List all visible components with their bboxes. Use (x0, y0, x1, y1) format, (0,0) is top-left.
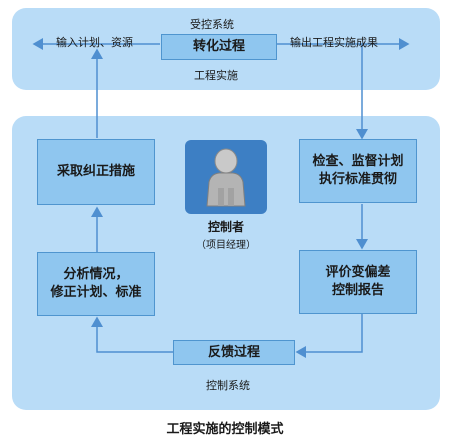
controlled-system-label: 受控系统 (190, 18, 234, 31)
eval-box-line2: 控制报告 (331, 283, 384, 298)
check-box-line1: 检查、监督计划 (312, 154, 404, 169)
eval-to-feedback-arrow (295, 314, 363, 358)
controller-subtitle: （项目经理） (196, 240, 256, 251)
control-system-label: 控制系统 (206, 379, 250, 392)
analysis-box: 分析情况， 修正计划、标准 (37, 252, 155, 316)
analysis-box-line2: 修正计划、标准 (50, 285, 142, 300)
check-box-line2: 执行标准贯彻 (318, 172, 397, 187)
output-label: 输出工程实施成果 (290, 36, 378, 49)
controller-icon-tile (185, 140, 267, 214)
diagram-caption: 工程实施的控制模式 (166, 422, 284, 437)
check-supervise-box: 检查、监督计划 执行标准贯彻 (299, 139, 417, 203)
feedback-process-box: 反馈过程 (173, 340, 295, 365)
input-label: 输入计划、资源 (56, 36, 133, 49)
person-icon (206, 148, 246, 207)
feedback-to-analysis-arrow (91, 316, 173, 353)
corrective-action-box: 采取纠正措施 (37, 139, 155, 205)
evaluation-report-box: 评价变偏差 控制报告 (299, 250, 417, 314)
project-implementation-label: 工程实施 (194, 69, 238, 82)
controller-title: 控制者 (207, 220, 244, 234)
eval-box-line1: 评价变偏差 (325, 265, 391, 280)
transformation-process-box: 转化过程 (161, 34, 277, 60)
analysis-box-line1: 分析情况， (63, 267, 129, 282)
